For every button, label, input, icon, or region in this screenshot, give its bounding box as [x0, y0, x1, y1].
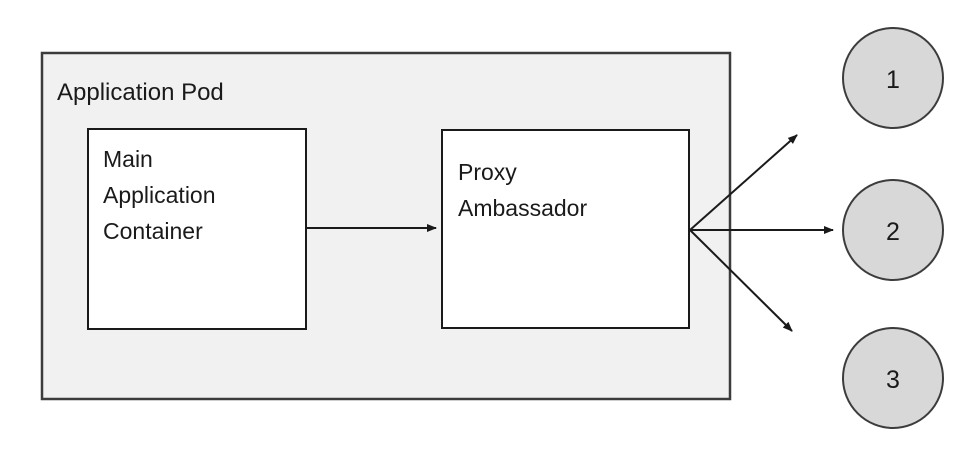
proxy-ambassador-label-line-2: Ambassador	[458, 195, 587, 221]
endpoint-3-label: 3	[886, 366, 900, 394]
proxy-ambassador-label-line-1: Proxy	[458, 159, 517, 185]
endpoint-1-label: 1	[886, 66, 900, 94]
main-application-container-box[interactable]	[87, 128, 307, 330]
proxy-ambassador-container-box[interactable]	[441, 129, 690, 329]
arrow-proxy-to-endpoint-3[interactable]	[689, 229, 793, 332]
endpoint-2-label: 2	[886, 218, 900, 246]
endpoint-1-circle[interactable]	[842, 27, 944, 129]
endpoint-3-circle[interactable]	[842, 327, 944, 429]
application-pod-label: Application Pod	[57, 79, 224, 106]
arrow-proxy-to-endpoint-1[interactable]	[689, 134, 798, 231]
main-application-container-label-line-1: Main	[103, 146, 153, 172]
main-application-container-label-line-3: Container	[103, 218, 203, 244]
main-application-container-label-line-2: Application	[103, 182, 216, 208]
endpoint-2-circle[interactable]	[842, 179, 944, 281]
